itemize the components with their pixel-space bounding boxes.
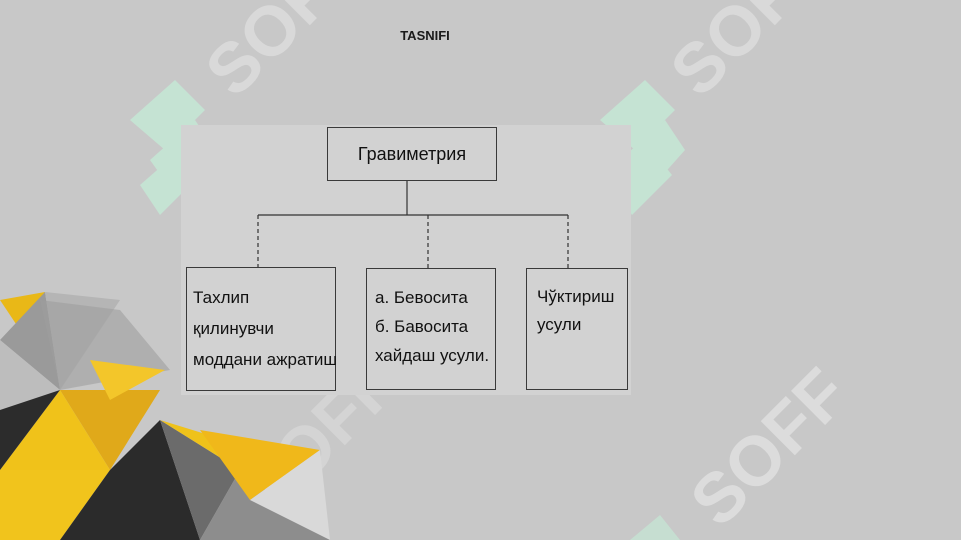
node-line: б. Бавосита bbox=[375, 317, 469, 336]
node-line: усули bbox=[537, 315, 582, 334]
child-node-precipitation: Чўктириш усули bbox=[526, 268, 628, 390]
geometric-decoration bbox=[0, 292, 330, 540]
node-line: моддани ажратиш bbox=[193, 350, 337, 369]
child-node-separation: Тахлип қилинувчи моддани ажратиш bbox=[186, 267, 337, 391]
node-line: хайдаш усули. bbox=[375, 346, 490, 365]
watermark-logo-bottom bbox=[630, 515, 680, 540]
root-node: Гравиметрия bbox=[327, 127, 497, 181]
child-node-distillation: а. Бевосита б. Бавосита хайдаш усули. bbox=[366, 268, 496, 390]
watermark-text: SOFF bbox=[675, 353, 862, 540]
watermark-text: SOFF bbox=[655, 0, 842, 111]
watermark-text: SOFF bbox=[190, 0, 377, 111]
node-line: қилинувчи bbox=[193, 319, 274, 338]
node-line: Чўктириш bbox=[537, 287, 615, 306]
node-line: а. Бевосита bbox=[375, 288, 468, 307]
node-line: Тахлип bbox=[193, 288, 250, 307]
slide-title: TASNIFI bbox=[400, 28, 450, 43]
